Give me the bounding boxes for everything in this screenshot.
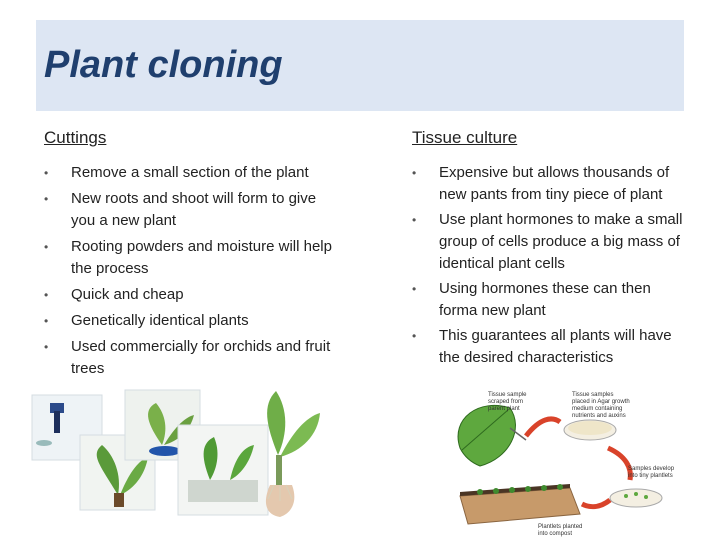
list-item: Used commercially for orchids and fruit … — [44, 336, 344, 380]
cutting-photo-5 — [265, 391, 320, 517]
list-item: Quick and cheap — [44, 284, 344, 306]
arrow-icon — [580, 497, 612, 510]
cuttings-heading: Cuttings — [44, 128, 107, 147]
tissue-culture-column: Tissue culture Expensive but allows thou… — [412, 128, 684, 372]
list-item: Expensive but allows thousands of new pa… — [412, 162, 684, 206]
list-item: Using hormones these can then forma new … — [412, 278, 684, 322]
cuttings-column: Cuttings Remove a small section of the p… — [44, 128, 344, 384]
parent-leaf — [457, 404, 527, 467]
compost-tray — [459, 484, 581, 525]
list-item: This guarantees all plants will have the… — [412, 325, 684, 369]
list-item: Remove a small section of the plant — [44, 162, 344, 184]
arrow-icon — [524, 416, 562, 438]
list-item: Rooting powders and moisture will help t… — [44, 236, 344, 280]
agar-dish — [563, 419, 617, 441]
list-item: New roots and shoot will form to give yo… — [44, 188, 344, 232]
plantlet-dish — [609, 488, 663, 508]
slide-title: Plant cloning — [44, 44, 283, 86]
cutting-photo-1 — [31, 394, 103, 461]
cuttings-list: Remove a small section of the plant New … — [44, 162, 344, 380]
cutting-photo-4 — [177, 424, 269, 516]
list-item: Genetically identical plants — [44, 310, 344, 332]
title-bar: Plant cloning — [36, 20, 684, 111]
list-item: Use plant hormones to make a small group… — [412, 209, 684, 275]
arrow-icon — [606, 445, 633, 481]
tissue-culture-heading: Tissue culture — [412, 128, 518, 147]
cuttings-photo-collage — [31, 389, 320, 517]
tissue-culture-list: Expensive but allows thousands of new pa… — [412, 162, 684, 369]
